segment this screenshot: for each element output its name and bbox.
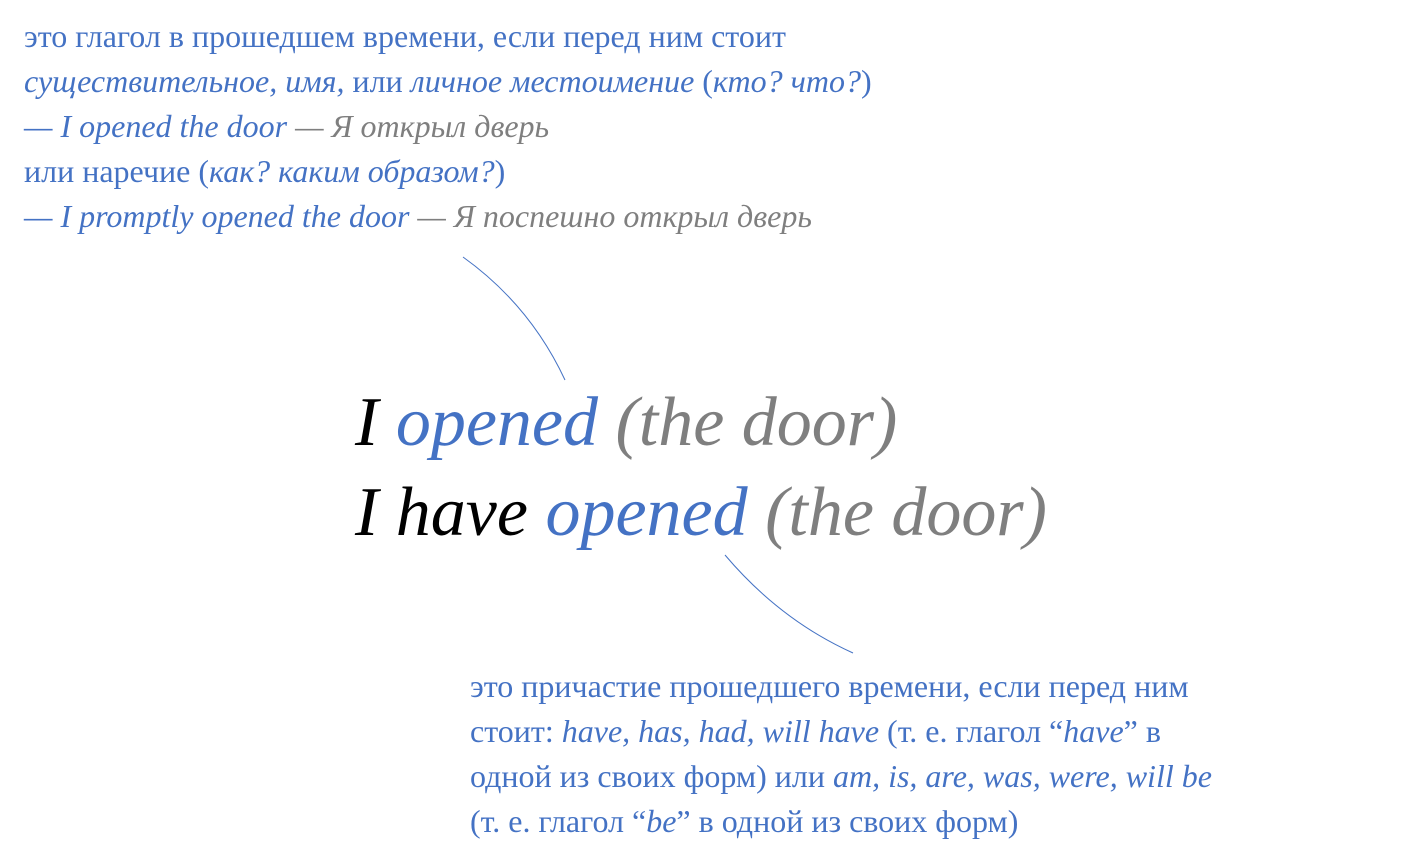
note-text: или наречие ( bbox=[24, 153, 210, 189]
example-present-perfect: I have opened (the door) bbox=[355, 468, 1047, 558]
note-line: это причастие прошедшего времени, если п… bbox=[470, 664, 1212, 709]
participle-explanation: это причастие прошедшего времени, если п… bbox=[470, 664, 1212, 844]
note-text: стоит: bbox=[470, 713, 562, 749]
note-line: это глагол в прошедшем времени, если пер… bbox=[24, 14, 872, 59]
note-text: (т. е. глагол “ bbox=[879, 713, 1064, 749]
note-text: be bbox=[646, 803, 677, 839]
note-line: (т. е. глагол “be” в одной из своих форм… bbox=[470, 799, 1212, 844]
object: (the door) bbox=[597, 384, 898, 461]
note-text: am, is, are, was, were, will be bbox=[832, 758, 1212, 794]
example-line: — I opened the door — Я открыл дверь bbox=[24, 104, 872, 149]
object: (the door) bbox=[747, 474, 1047, 551]
example-russian: — Я открыл дверь bbox=[287, 108, 550, 144]
connector-top bbox=[462, 256, 566, 381]
note-text: кто? что? bbox=[712, 63, 861, 99]
note-text: одной из своих форм) или bbox=[470, 758, 833, 794]
example-english: — I opened the door bbox=[24, 108, 288, 144]
note-line: или наречие (как? каким образом?) bbox=[24, 149, 872, 194]
note-text: личное местоимение bbox=[410, 63, 695, 99]
connector-bottom bbox=[724, 554, 854, 654]
verb: opened bbox=[545, 474, 748, 551]
note-text: это причастие прошедшего времени, если п… bbox=[470, 668, 1189, 704]
note-text: или bbox=[344, 63, 411, 99]
note-text: have, has, had, will have bbox=[561, 713, 880, 749]
note-text: have bbox=[1063, 713, 1124, 749]
note-text: (т. е. глагол “ bbox=[470, 803, 647, 839]
note-text: как? каким образом? bbox=[209, 153, 495, 189]
note-text: ” в bbox=[1123, 713, 1161, 749]
note-line: существительное, имя, или личное местоим… bbox=[24, 59, 872, 104]
example-past-simple: I opened (the door) bbox=[355, 378, 897, 468]
note-text: ” в одной из своих форм) bbox=[676, 803, 1019, 839]
subject: I bbox=[355, 384, 396, 461]
note-text: ) bbox=[494, 153, 506, 189]
note-text: существительное, имя, bbox=[24, 63, 345, 99]
example-line: — I promptly opened the door — Я поспешн… bbox=[24, 194, 872, 239]
verb: opened bbox=[395, 384, 598, 461]
note-text: это глагол в прошедшем времени, если пер… bbox=[24, 18, 786, 54]
note-line: стоит: have, has, had, will have (т. е. … bbox=[470, 709, 1212, 754]
past-tense-explanation: это глагол в прошедшем времени, если пер… bbox=[24, 14, 872, 239]
subject: I have bbox=[355, 474, 546, 551]
note-text: ) bbox=[860, 63, 872, 99]
note-line: одной из своих форм) или am, is, are, wa… bbox=[470, 754, 1212, 799]
note-text: ( bbox=[694, 63, 713, 99]
example-russian: — Я поспешно открыл дверь bbox=[409, 198, 812, 234]
example-english: — I promptly opened the door bbox=[24, 198, 410, 234]
